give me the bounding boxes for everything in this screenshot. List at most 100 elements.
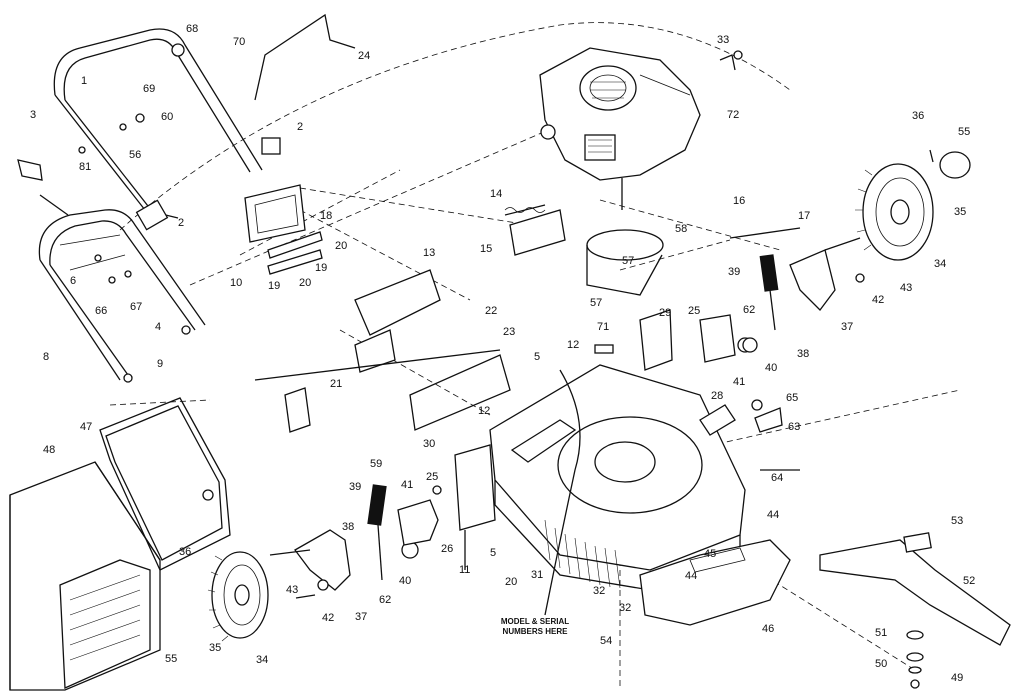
- callout-p23: 23: [503, 326, 515, 338]
- callout-p14: 14: [490, 188, 502, 200]
- callout-p57b: 57: [590, 297, 602, 309]
- callout-p32a: 32: [593, 585, 605, 597]
- right-height-adjuster: [729, 227, 865, 353]
- serial-note-line-1: MODEL & SERIAL: [501, 617, 569, 626]
- callout-p66: 66: [95, 305, 107, 317]
- callout-p36a: 36: [912, 110, 924, 122]
- callout-p38b: 38: [342, 521, 354, 533]
- callout-p47: 47: [80, 421, 92, 433]
- callout-p70: 70: [233, 36, 245, 48]
- handle-hardware: [17, 43, 281, 383]
- callout-p34b: 34: [256, 654, 268, 666]
- serial-note-line-2: NUMBERS HERE: [503, 627, 569, 636]
- callout-p1: 1: [81, 75, 87, 87]
- callout-p18: 18: [320, 210, 332, 222]
- callout-p24: 24: [358, 50, 370, 62]
- callout-p49: 49: [951, 672, 963, 684]
- callout-p36b: 36: [179, 546, 191, 558]
- rear-door: [244, 184, 323, 275]
- callout-p69: 69: [143, 83, 155, 95]
- callout-p35b: 35: [209, 642, 221, 654]
- upper-handle: [53, 28, 263, 219]
- callout-p15: 15: [480, 243, 492, 255]
- callout-p41a: 41: [733, 376, 745, 388]
- callout-p10: 10: [230, 277, 242, 289]
- callout-p16: 16: [733, 195, 745, 207]
- callout-p51: 51: [875, 627, 887, 639]
- callout-p5b: 5: [490, 547, 496, 559]
- callout-p20a: 20: [335, 240, 347, 252]
- callout-p55a: 55: [958, 126, 970, 138]
- callout-p68: 68: [186, 23, 198, 35]
- callout-p64: 64: [771, 472, 783, 484]
- callout-p17: 17: [798, 210, 810, 222]
- left-deck-bracket: [432, 444, 496, 570]
- grass-bag-frame: [99, 397, 231, 571]
- callout-p22: 22: [485, 305, 497, 317]
- callout-p55b: 55: [165, 653, 177, 665]
- callout-p20c: 20: [505, 576, 517, 588]
- callout-p38a: 38: [797, 348, 809, 360]
- callout-p33: 33: [717, 34, 729, 46]
- callout-p58: 58: [675, 223, 687, 235]
- callout-p45: 45: [704, 548, 716, 560]
- callout-labels: 1 2 2 3 4 5 5 6 8 9 10 11 12 12 13 14 15…: [30, 23, 975, 684]
- callout-p20b: 20: [299, 277, 311, 289]
- engine-baffle-ring: [586, 229, 664, 296]
- callout-p28: 28: [711, 390, 723, 402]
- callout-p25a: 25: [688, 305, 700, 317]
- callout-p12b: 12: [478, 405, 490, 417]
- spring-bracket: [504, 204, 566, 256]
- callout-p31: 31: [531, 569, 543, 581]
- blade-assembly: [819, 532, 1011, 689]
- callout-p21: 21: [330, 378, 342, 390]
- callout-p59: 59: [370, 458, 382, 470]
- callout-p50: 50: [875, 658, 887, 670]
- grass-bag: [9, 461, 161, 691]
- callout-p46: 46: [762, 623, 774, 635]
- callout-p25b: 25: [426, 471, 438, 483]
- callout-p2b: 2: [178, 217, 184, 229]
- callout-p35a: 35: [954, 206, 966, 218]
- callout-p44b: 44: [685, 570, 697, 582]
- callout-p19b: 19: [268, 280, 280, 292]
- callout-p3: 3: [30, 109, 36, 121]
- mower-deck: [489, 344, 746, 616]
- callout-p65: 65: [786, 392, 798, 404]
- left-height-adjuster: [269, 484, 439, 599]
- callout-p34a: 34: [934, 258, 946, 270]
- callout-p4: 4: [155, 321, 161, 333]
- callout-p53: 53: [951, 515, 963, 527]
- rear-baffle: [254, 269, 511, 433]
- callout-p11: 11: [459, 564, 470, 576]
- callout-p2a: 2: [297, 121, 303, 133]
- callout-p29: 29: [659, 307, 671, 319]
- engine: [539, 47, 743, 210]
- callout-p41b: 41: [401, 479, 413, 491]
- callout-p42a: 42: [872, 294, 884, 306]
- callout-p60: 60: [161, 111, 173, 123]
- callout-p62b: 62: [379, 594, 391, 606]
- callout-p48: 48: [43, 444, 55, 456]
- blade-adapter-plate: [639, 539, 791, 626]
- lower-handle: [38, 209, 206, 381]
- callout-p54: 54: [600, 635, 612, 647]
- callout-p26: 26: [441, 543, 453, 555]
- left-wheel: [207, 551, 269, 642]
- callout-p67: 67: [130, 301, 142, 313]
- callout-p40b: 40: [399, 575, 411, 587]
- callout-p37b: 37: [355, 611, 367, 623]
- callout-p56: 56: [129, 149, 141, 161]
- callout-p71: 71: [597, 321, 609, 333]
- callout-p39a: 39: [728, 266, 740, 278]
- callout-p81: 81: [79, 161, 91, 173]
- callout-p62a: 62: [743, 304, 755, 316]
- callout-p6: 6: [70, 275, 76, 287]
- callout-p37a: 37: [841, 321, 853, 333]
- callout-p43a: 43: [900, 282, 912, 294]
- callout-p40a: 40: [765, 362, 777, 374]
- control-bail: [254, 13, 356, 101]
- callout-p13: 13: [423, 247, 435, 259]
